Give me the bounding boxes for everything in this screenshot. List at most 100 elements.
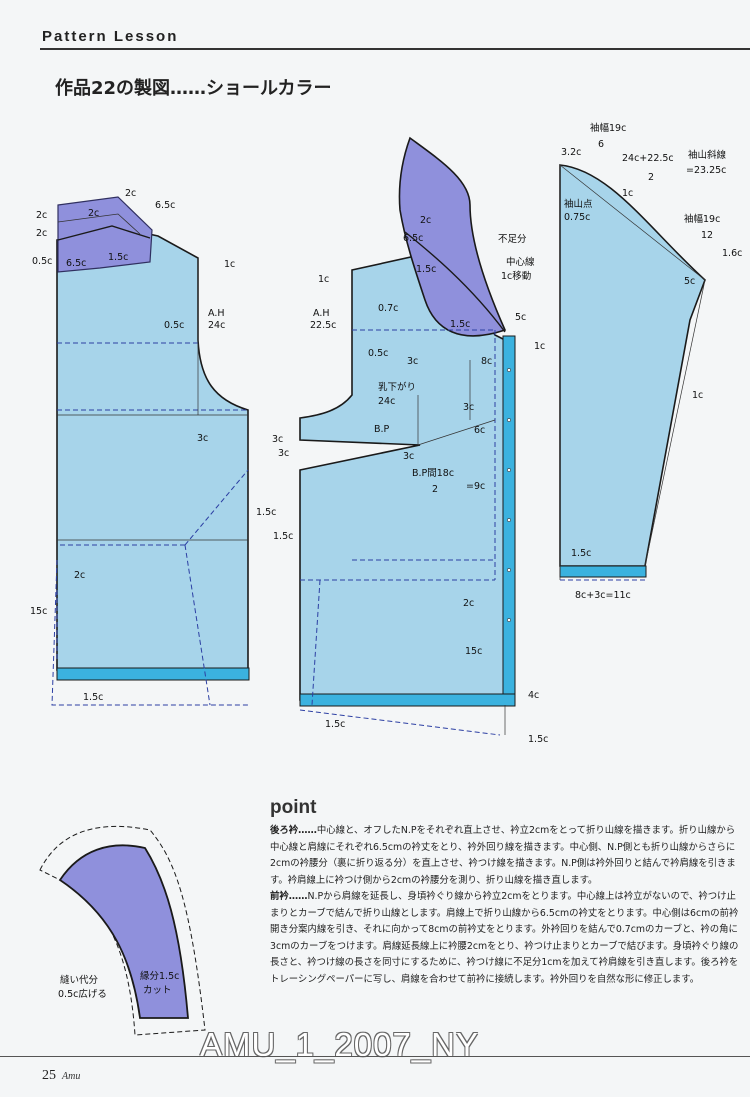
lbl-sleeve-16c: 1.6c (722, 248, 742, 259)
lbl-sleeve-6: 6 (598, 139, 604, 150)
lbl-sleeve-sodehaba-right: 袖幅19c (684, 213, 720, 225)
lbl-front-15c-corner: 1.5c (528, 734, 548, 745)
lbl-front-4c: 4c (528, 690, 539, 701)
lbl-front-65c: 6.5c (403, 233, 423, 244)
back-collar-paragraph: 後ろ衿……中心線と、オフしたN.Pをそれぞれ直上させ、衿立2cmをとって折り山線… (270, 823, 740, 889)
lbl-back-65c-top: 6.5c (155, 200, 175, 211)
lbl-front-15c-bottom: 1.5c (325, 719, 345, 730)
lbl-back-3c: 3c (197, 433, 208, 444)
lbl-back-15c-bottom: 1.5c (83, 692, 103, 703)
page-title: 作品22の製図……ショールカラー (55, 78, 332, 99)
back-collar-guide (57, 213, 141, 235)
lbl-back-2c-c: 2c (36, 210, 47, 221)
sleeve-construction (559, 164, 706, 580)
lbl-front-8c: 8c (481, 356, 492, 367)
lbl-sleeve-formula: 24c+22.5c (622, 153, 674, 164)
lbl-front-3c-b: 3c (463, 402, 474, 413)
lbl-sleeve-075c: 0.75c (564, 212, 590, 223)
lbl-front-fusoku: 不足分 (498, 234, 527, 245)
front-bodice-shape (299, 254, 506, 701)
back-collar-piece (57, 196, 153, 273)
collar-fold-line (404, 231, 506, 333)
page-brand: Amu (62, 1071, 81, 1082)
lbl-front-1c-move: 1c移動 (501, 270, 531, 282)
front-construction (417, 360, 506, 735)
lbl-front-3c-a: 3c (407, 356, 418, 367)
lbl-sleeve-yamaten: 袖山点 (564, 198, 593, 210)
front-guide-lines (299, 329, 501, 736)
lbl-front-2c: 2c (420, 215, 431, 226)
lbl-front-6c: 6c (474, 425, 485, 436)
lbl-sleeve-12: 12 (701, 230, 713, 241)
lbl-front-1c-shoulder: 1c (318, 274, 329, 285)
lbl-front-3c-e: 3c (403, 451, 414, 462)
lbl-back-2c-b: 2c (88, 208, 99, 219)
lbl-front-bp-div: 2 (432, 484, 438, 495)
lbl-sleeve-1c-side: 1c (692, 390, 703, 401)
lbl-back-2c-hem: 2c (74, 570, 85, 581)
sleeve-hem-band (559, 565, 647, 578)
back-collar-heading: 後ろ衿…… (270, 825, 317, 836)
collar-detail-shape (58, 844, 189, 1019)
shawl-collar (398, 136, 507, 337)
back-hem-band (56, 667, 250, 681)
back-construction (57, 258, 248, 541)
lbl-back-15c-top: 1.5c (108, 252, 128, 263)
lbl-front-15c-side: 1.5c (273, 531, 293, 542)
lbl-sleeve-5c: 5c (684, 276, 695, 287)
front-collar-paragraph: 前衿……N.Pから肩線を延長し、身頃衿ぐり線から衿立2cmをとります。中心線上は… (270, 889, 740, 988)
footer-rule (0, 1056, 750, 1057)
lbl-front-225c: 22.5c (310, 320, 336, 331)
lbl-front-05c: 0.5c (368, 348, 388, 359)
front-buttons (507, 368, 511, 622)
lbl-front-chishita: 乳下がり (378, 381, 416, 393)
lbl-sleeve-2325: =23.25c (686, 165, 726, 176)
front-collar-text: N.Pから肩線を延長し、身頃衿ぐり線から衿立2cmをとります。中心線上は衿立がな… (270, 891, 739, 985)
collar-detail (39, 825, 206, 1036)
lbl-front-bp-between: B.P間18c (412, 468, 454, 479)
lbl-front-24c: 24c (378, 396, 395, 407)
diagram-labels: 2c 2c 2c 2c 6.5c 6.5c 1.5c 0.5c 1c A.H 2… (30, 122, 742, 1000)
lbl-back-05c: 0.5c (32, 256, 52, 267)
lbl-front-15c-collar: 1.5c (416, 264, 436, 275)
back-collar-text: 中心線と、オフしたN.Pをそれぞれ直上させ、衿立2cmをとって折り山線を描きます… (270, 825, 736, 886)
header-title: Pattern Lesson (42, 28, 179, 45)
lbl-back-2c-a: 2c (125, 188, 136, 199)
lbl-front-ah: A.H (313, 308, 330, 319)
lbl-front-chushin: 中心線 (506, 256, 535, 268)
lbl-front-5c: 5c (515, 312, 526, 323)
lbl-back-15c-left: 15c (30, 606, 47, 617)
lbl-collar-cut-2: カット (143, 985, 172, 996)
point-body: 後ろ衿……中心線と、オフしたN.Pをそれぞれ直上させ、衿立2cmをとって折り山線… (270, 823, 740, 988)
lbl-back-65c: 6.5c (66, 258, 86, 269)
front-bodice (299, 136, 516, 736)
lbl-back-2c-d: 2c (36, 228, 47, 239)
lbl-sleeve-1c-cap: 1c (622, 188, 633, 199)
lbl-back-05c-arm: 0.5c (164, 320, 184, 331)
lbl-sleeve-sodehaba-top: 袖幅19c (590, 122, 626, 134)
point-heading: point (270, 797, 317, 818)
lbl-back-1c: 1c (224, 259, 235, 270)
lbl-collar-cut-1: 縁分1.5c (140, 970, 179, 982)
header-rule (40, 48, 750, 50)
lbl-front-1c-cf: 1c (534, 341, 545, 352)
lbl-collar-hirogeru: 0.5c広げる (58, 988, 107, 1000)
watermark: AMU_1_2007_NY (200, 1026, 479, 1063)
sleeve-shape (559, 164, 706, 567)
lbl-front-3c-c: 3c (272, 434, 283, 445)
lbl-back-15c-side: 1.5c (256, 507, 276, 518)
lbl-back-ah: A.H (208, 308, 225, 319)
page-number: 25 (42, 1068, 56, 1083)
sleeve (559, 164, 706, 581)
lbl-front-bp-result: =9c (466, 481, 485, 492)
front-collar-heading: 前衿…… (270, 891, 308, 902)
lbl-front-15c-mid: 1.5c (450, 319, 470, 330)
lbl-sleeve-32c: 3.2c (561, 147, 581, 158)
lbl-front-bp: B.P (374, 424, 390, 435)
lbl-sleeve-shachou: 袖山斜線 (688, 149, 727, 161)
lbl-front-15c-right: 15c (465, 646, 482, 657)
lbl-front-2c-hem: 2c (463, 598, 474, 609)
lbl-sleeve-hem-formula: 8c+3c=11c (575, 590, 631, 601)
